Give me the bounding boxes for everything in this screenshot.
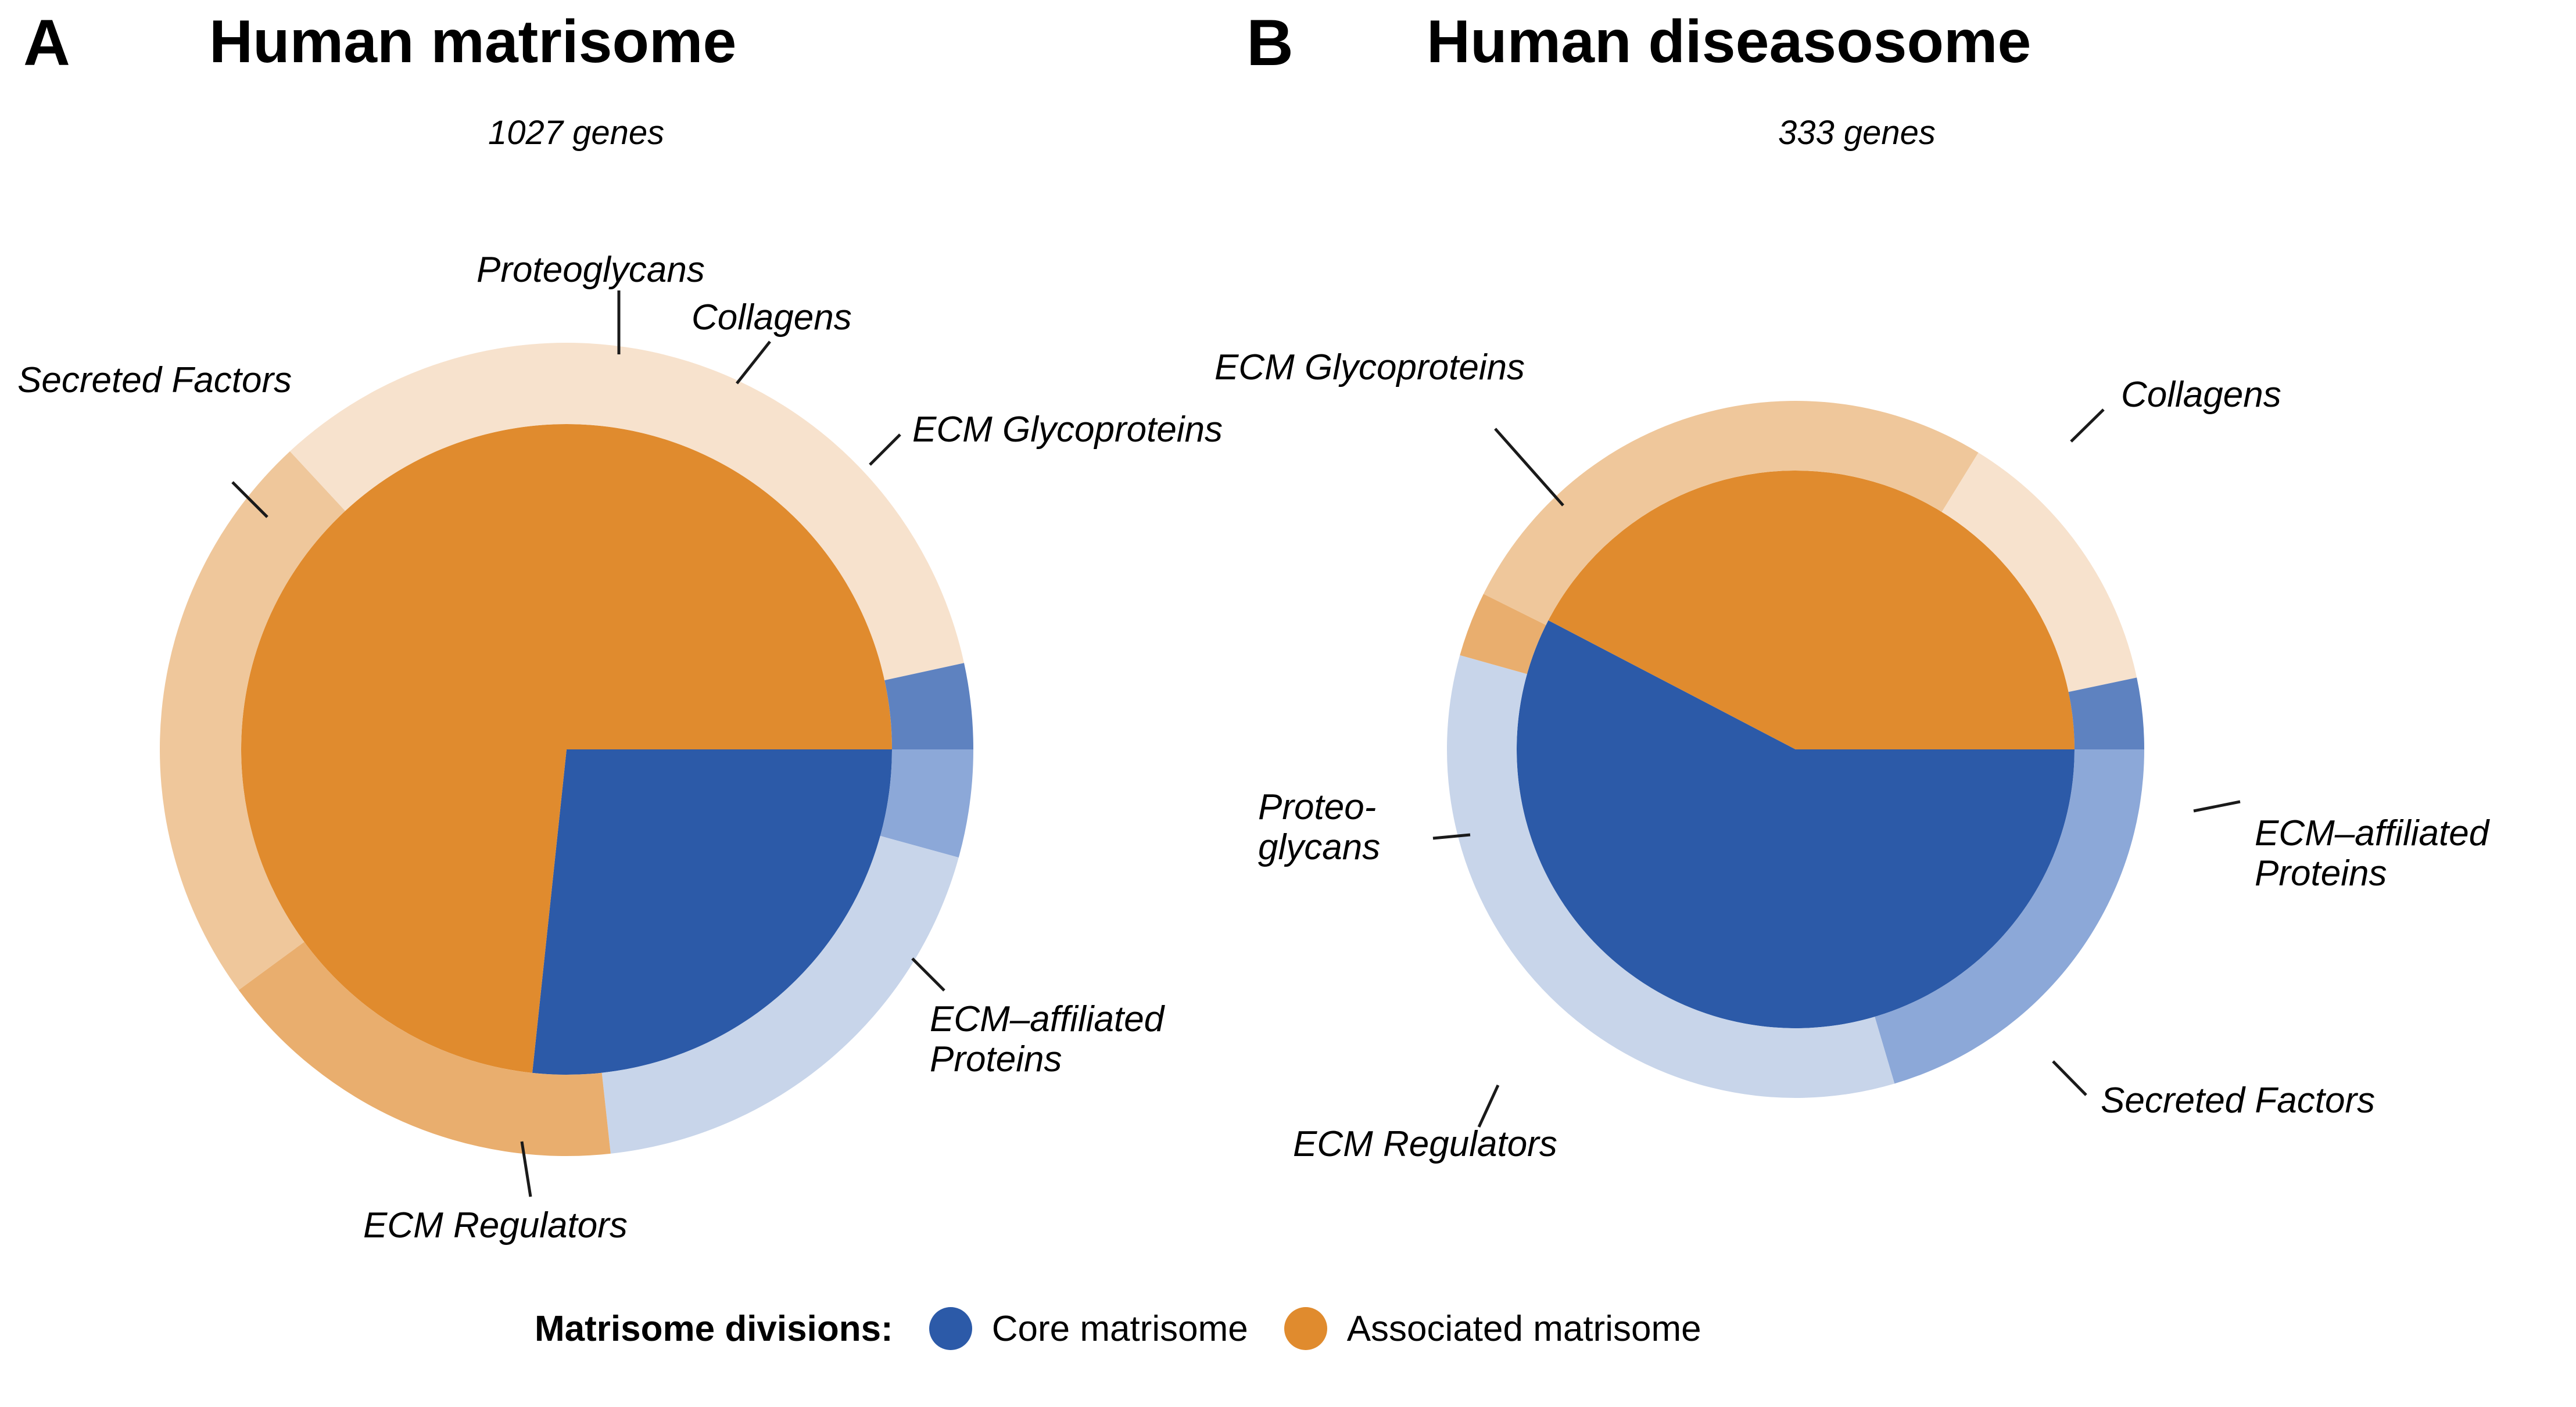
leader-b-ecm-affiliated [2193, 800, 2241, 813]
panel-b-letter: B [1246, 6, 1294, 79]
leader-a-ecm-regulators [520, 1141, 532, 1197]
label-b-ecm-affiliated: ECM–affiliated Proteins [2255, 813, 2576, 894]
pie-slice-ecm-glycoproteins[interactable] [601, 835, 959, 1154]
legend-label-core: Core matrisome [991, 1308, 1248, 1349]
pie-slice-associated-matrisome[interactable] [1548, 471, 2075, 749]
leader-a-ecm-affiliated [911, 957, 945, 992]
label-a-proteoglycans: Proteoglycans [476, 250, 705, 290]
pie-slice-secreted-factors[interactable] [289, 343, 965, 681]
label-b-ecm-regulators: ECM Regulators [1293, 1124, 1557, 1164]
label-a-secreted-factors: Secreted Factors [17, 360, 292, 400]
leader-a-secreted-factors [231, 481, 268, 518]
pie-slice-associated-matrisome[interactable] [241, 424, 893, 1073]
pie-slice-collagens[interactable] [1875, 749, 2144, 1084]
label-b-ecm-glycoproteins: ECM Glycoproteins [1214, 347, 1525, 387]
panel-a-title: Human matrisome [209, 8, 737, 76]
label-b-ecm-affiliated-line2: Proteins [2255, 853, 2387, 894]
pie-slice-ecm-affiliated-proteins[interactable] [238, 942, 611, 1156]
label-b-secreted-factors: Secreted Factors [2101, 1081, 2376, 1121]
leader-a-collagens [736, 340, 771, 385]
leader-b-ecm-glycoproteins [1494, 428, 1564, 507]
pie-slice-ecm-regulators[interactable] [159, 451, 346, 990]
legend-item-core[interactable]: Core matrisome [929, 1307, 1248, 1350]
panel-b-title: Human diseasosome [1427, 8, 2032, 76]
label-a-ecm-regulators: ECM Regulators [363, 1205, 628, 1246]
label-b-proteoglycans-line1: Proteo- [1258, 787, 1377, 827]
legend-title: Matrisome divisions: [535, 1308, 893, 1349]
leader-b-ecm-regulators [1477, 1084, 1500, 1128]
label-b-proteoglycans-line2: glycans [1258, 827, 1381, 868]
leader-lines [231, 290, 2241, 1197]
pie-slice-collagens[interactable] [880, 749, 973, 858]
leader-b-collagens [2070, 408, 2105, 443]
label-a-ecm-affiliated-line2: Proteins [930, 1039, 1062, 1080]
leader-b-proteoglycans [1432, 833, 1471, 840]
legend-swatch-core-icon [929, 1307, 972, 1350]
label-b-proteoglycans: Proteo- glycans [1258, 787, 1450, 868]
sunburst-chart-b [1447, 400, 2144, 1098]
legend: Matrisome divisions: Core matrisome Asso… [535, 1307, 1701, 1350]
panel-b-subtitle: 333 genes [1778, 114, 1936, 152]
panel-a-subtitle: 1027 genes [488, 114, 665, 152]
pie-slice-ecm-glycoproteins[interactable] [1447, 655, 1895, 1098]
pie-slice-core-matrisome[interactable] [1516, 620, 2075, 1029]
legend-item-associated[interactable]: Associated matrisome [1284, 1307, 1701, 1350]
label-a-ecm-affiliated: ECM–affiliated Proteins [930, 999, 1255, 1080]
sunburst-chart-a [159, 343, 973, 1156]
pie-slice-core-matrisome[interactable] [532, 749, 892, 1075]
legend-label-associated: Associated matrisome [1346, 1308, 1701, 1349]
legend-swatch-associated-icon [1284, 1307, 1327, 1350]
label-a-ecm-affiliated-line1: ECM–affiliated [930, 999, 1165, 1039]
pie-slice-ecm-affiliated-proteins[interactable] [1460, 594, 1546, 674]
leader-b-secreted-factors [2052, 1060, 2087, 1096]
label-b-ecm-affiliated-line1: ECM–affiliated [2255, 813, 2489, 853]
pie-slice-proteoglycans[interactable] [2068, 677, 2144, 749]
pie-slice-secreted-factors[interactable] [1941, 453, 2137, 692]
leader-a-ecm-glycoproteins [869, 433, 901, 466]
label-a-ecm-glycoproteins: ECM Glycoproteins [912, 410, 1223, 450]
pie-slice-proteoglycans[interactable] [884, 663, 973, 749]
panel-a-letter: A [23, 6, 70, 79]
label-a-collagens: Collagens [692, 297, 852, 338]
label-b-collagens: Collagens [2121, 375, 2281, 415]
pie-slice-ecm-regulators[interactable] [1483, 400, 1979, 625]
